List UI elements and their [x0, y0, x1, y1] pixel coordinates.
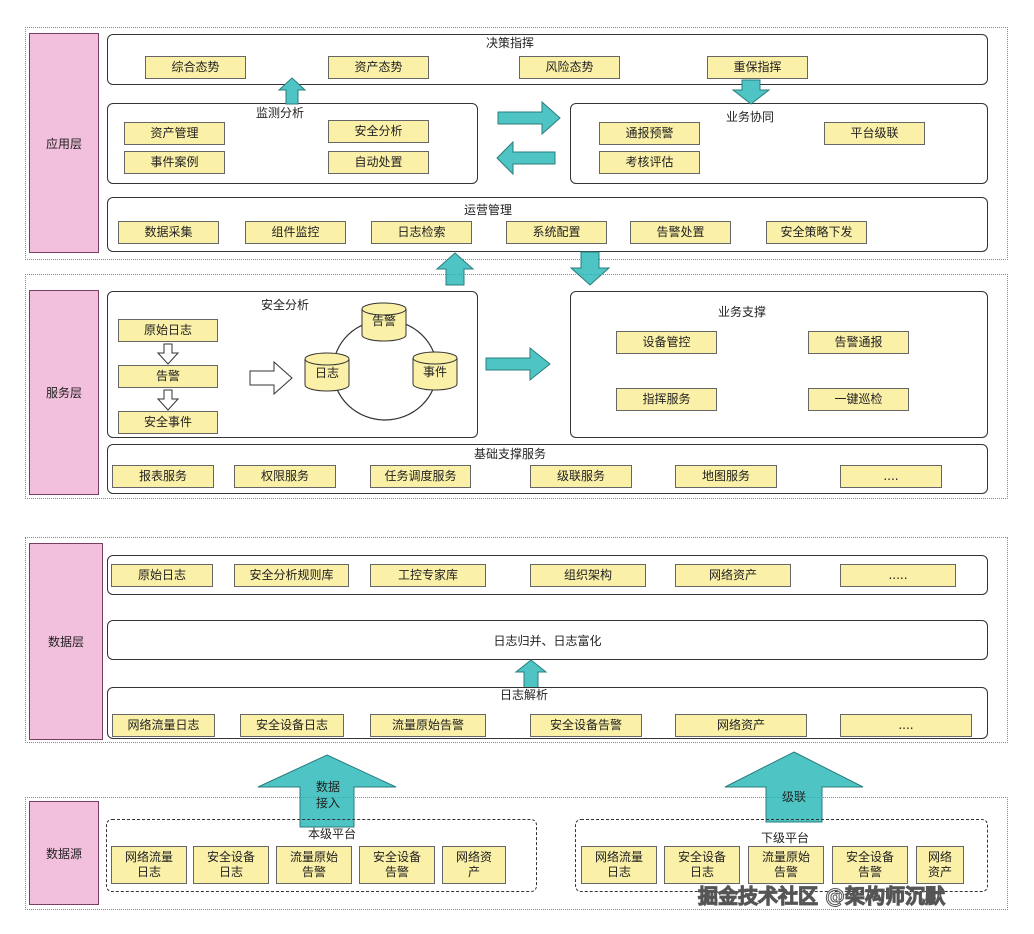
local-platform-panel	[106, 819, 537, 892]
local-platform-title: 本级平台	[307, 827, 356, 841]
cylinder-label: 日志	[314, 366, 339, 380]
monitor-item: 安全分析	[328, 120, 429, 143]
base-service-item: 报表服务	[112, 465, 214, 488]
decision-item: 风险态势	[519, 56, 620, 79]
merge-text: 日志归并、日志富化	[493, 633, 602, 648]
store-item: 工控专家库	[370, 564, 486, 587]
local-source-item: 网络流量 日志	[111, 846, 187, 884]
app-layer-label: 应用层	[29, 33, 99, 253]
base-service-item: 任务调度服务	[370, 465, 471, 488]
monitor-item: 资产管理	[124, 122, 225, 145]
support-title: 业务支撑	[717, 305, 766, 319]
ops-item: 日志检索	[371, 221, 472, 244]
support-panel	[570, 291, 988, 438]
monitor-item: 事件案例	[124, 151, 225, 174]
support-item: 设备管控	[616, 331, 717, 354]
decision-item: 资产态势	[328, 56, 429, 79]
base-service-item: 权限服务	[234, 465, 336, 488]
cylinder-label: 事件	[422, 365, 447, 379]
merge-panel: 日志归并、日志富化	[107, 620, 988, 660]
flow-arrow-down	[156, 389, 180, 411]
base-service-item: ....	[840, 465, 942, 488]
parse-item: 安全设备日志	[240, 714, 344, 737]
collab-item: 通报预警	[599, 122, 700, 145]
local-source-item: 安全设备 告警	[359, 846, 435, 884]
arrow-left-collab-to-monitor	[496, 140, 556, 176]
arrow-up-monitor-to-decision	[277, 77, 307, 105]
ops-item: 组件监控	[245, 221, 346, 244]
parse-title: 日志解析	[499, 688, 548, 702]
parse-item: 网络流量日志	[112, 714, 215, 737]
local-source-item: 网络资 产	[442, 846, 506, 884]
lower-source-item: 安全设备 告警	[832, 846, 908, 884]
flow-arrow-down	[156, 343, 180, 365]
store-item: 组织架构	[530, 564, 646, 587]
cylinder-event: 事件	[412, 351, 458, 391]
arrow-down-decision-to-collab	[731, 79, 771, 105]
lower-source-item: 安全设备 日志	[664, 846, 740, 884]
cylinder-shape	[412, 351, 458, 391]
analysis-title: 安全分析	[260, 298, 309, 312]
local-source-item: 安全设备 日志	[193, 846, 269, 884]
monitor-item: 自动处置	[328, 151, 429, 174]
monitor-title: 监测分析	[255, 106, 304, 120]
ops-item: 系统配置	[506, 221, 607, 244]
lower-source-item: 流量原始 告警	[748, 846, 824, 884]
collab-item: 考核评估	[599, 151, 700, 174]
parse-item: 安全设备告警	[530, 714, 642, 737]
arrow-right-monitor-to-collab	[497, 100, 561, 136]
store-item: 网络资产	[675, 564, 791, 587]
ops-title: 运营管理	[463, 203, 512, 217]
base-service-item: 地图服务	[675, 465, 777, 488]
lower-source-item: 网络流量 日志	[581, 846, 657, 884]
arrow-up-service-to-app	[435, 252, 475, 286]
data-layer-label: 数据层	[29, 543, 103, 740]
arrow-down-app-to-service	[569, 251, 611, 286]
collab-item: 平台级联	[824, 122, 925, 145]
arrow-up-cascade	[724, 751, 864, 823]
collab-title: 业务协同	[725, 110, 774, 124]
parse-item: 流量原始告警	[370, 714, 486, 737]
decision-title: 决策指挥	[485, 36, 534, 50]
lower-source-item: 网络 资产	[916, 846, 964, 884]
parse-item: ....	[840, 714, 972, 737]
app-layer	[25, 27, 1008, 260]
store-item: .....	[840, 564, 956, 587]
store-item: 原始日志	[111, 564, 213, 587]
store-item: 安全分析规则库	[234, 564, 349, 587]
cylinder-log: 日志	[304, 352, 350, 392]
ops-item: 安全策略下发	[766, 221, 867, 244]
flow-arrow-right	[249, 360, 293, 396]
source-layer	[25, 797, 1008, 910]
arrow-up-ingest	[257, 754, 397, 828]
source-layer-label: 数据源	[29, 801, 99, 905]
lower-platform-panel	[575, 819, 988, 892]
local-source-item: 流量原始 告警	[276, 846, 352, 884]
parse-item: 网络资产	[675, 714, 807, 737]
decision-item: 综合态势	[145, 56, 246, 79]
support-item: 指挥服务	[616, 388, 717, 411]
flow-item: 原始日志	[118, 319, 218, 342]
arrow-right-analysis-to-support	[485, 346, 551, 382]
ops-item: 告警处置	[630, 221, 731, 244]
cylinder-shape	[304, 352, 350, 392]
service-layer	[25, 274, 1008, 499]
cylinder-shape	[361, 302, 407, 342]
cylinder-alert: 告警	[361, 302, 407, 342]
cylinder-label: 告警	[371, 314, 396, 328]
service-layer-label: 服务层	[29, 290, 99, 495]
support-item: 告警通报	[808, 331, 909, 354]
flow-item: 安全事件	[118, 411, 218, 434]
ingest-label: 数据 接入	[315, 780, 340, 810]
flow-item: 告警	[118, 365, 218, 388]
decision-item: 重保指挥	[707, 56, 808, 79]
lower-platform-title: 下级平台	[760, 831, 809, 845]
arrow-up-parse-to-merge	[514, 659, 548, 689]
data-layer	[25, 537, 1008, 743]
support-item: 一键巡检	[808, 388, 909, 411]
watermark-text: 掘金技术社区 @架构师沉默	[698, 884, 946, 909]
base-service-item: 级联服务	[530, 465, 632, 488]
ops-item: 数据采集	[118, 221, 219, 244]
base-service-title: 基础支撑服务	[473, 447, 546, 461]
